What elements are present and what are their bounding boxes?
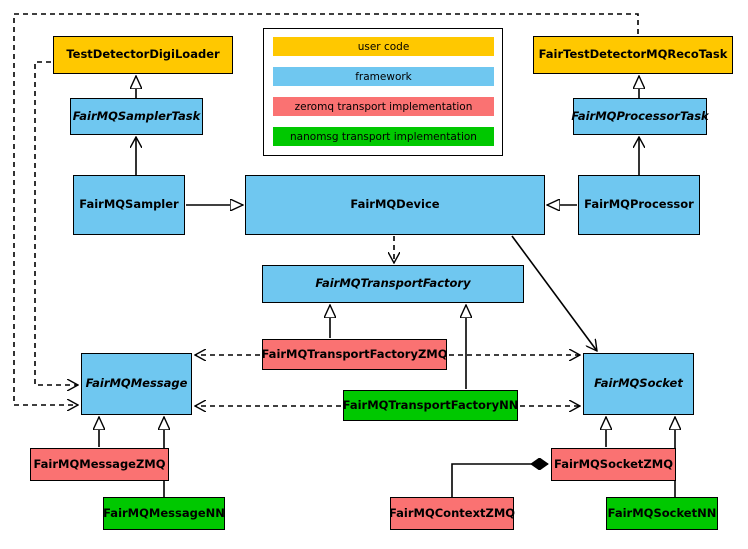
class-node-fairmqmessage[interactable]: FairMQMessage bbox=[81, 353, 192, 415]
class-node-fairmqmessagenn[interactable]: FairMQMessageNN bbox=[103, 497, 225, 530]
class-node-fairmqprocessortask[interactable]: FairMQProcessorTask bbox=[571, 98, 709, 135]
class-node-fairmqtransportfactorynn[interactable]: FairMQTransportFactoryNN bbox=[343, 390, 518, 421]
class-node-fairmqdevice[interactable]: FairMQDevice bbox=[245, 175, 545, 235]
class-node-fairtestdetectormqrecotask[interactable]: FairTestDetectorMQRecoTask bbox=[533, 36, 733, 74]
class-node-fairmqsocket[interactable]: FairMQSocket bbox=[583, 353, 694, 415]
edge-device-socket bbox=[511, 235, 597, 351]
class-node-fairmqsampler[interactable]: FairMQSampler bbox=[73, 175, 185, 235]
class-node-testdetectordigiloader[interactable]: TestDetectorDigiLoader bbox=[53, 36, 233, 74]
class-node-fairmqcontextzmq[interactable]: FairMQContextZMQ bbox=[389, 497, 515, 530]
class-node-fairmqmessagezmq[interactable]: FairMQMessageZMQ bbox=[30, 448, 169, 481]
legend-item-nanomsg: nanomsg transport implementation bbox=[273, 127, 494, 146]
legend-item-framework: framework bbox=[273, 67, 494, 86]
class-node-fairmqsamplertask[interactable]: FairMQSamplerTask bbox=[70, 98, 203, 135]
class-node-fairmqprocessor[interactable]: FairMQProcessor bbox=[578, 175, 700, 235]
class-node-fairmqsocketnn[interactable]: FairMQSocketNN bbox=[606, 497, 718, 530]
legend-item-user-code: user code bbox=[273, 37, 494, 56]
class-node-fairmqtransportfactoryzmq[interactable]: FairMQTransportFactoryZMQ bbox=[262, 339, 448, 370]
legend-item-zeromq: zeromq transport implementation bbox=[273, 97, 494, 116]
class-node-fairmqtransportfactory[interactable]: FairMQTransportFactory bbox=[262, 265, 524, 303]
class-node-fairmqsocketzmq[interactable]: FairMQSocketZMQ bbox=[551, 448, 676, 481]
legend-box: user code framework zeromq transport imp… bbox=[263, 28, 503, 156]
